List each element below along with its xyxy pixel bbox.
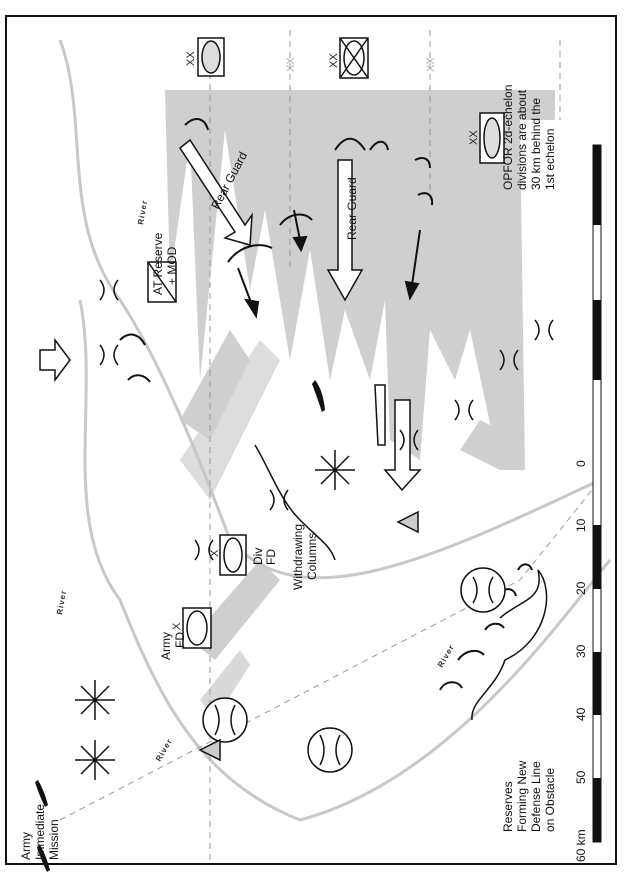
army-mission-label: Army Immediate Mission [19, 801, 61, 860]
enemy-advance-shading [165, 90, 555, 720]
brigade-label: X [209, 549, 221, 557]
reserves-label: Reserves Forming New Defense Line on Obs… [501, 757, 557, 832]
river-label: River [55, 589, 68, 615]
scale-tick: 30 [574, 644, 588, 658]
army-fd-label: Army FD [159, 629, 187, 660]
echelon-label: XX [468, 130, 480, 145]
scale-bar [592, 144, 602, 843]
boundary-echelon-label: XX [425, 57, 437, 72]
rivers [58, 39, 612, 822]
nuclear-burst-icons [75, 450, 355, 780]
echelon-label: XX [185, 51, 197, 66]
river-label: River [436, 643, 456, 669]
mushroom-cloud-icons [35, 380, 325, 872]
scale-tick-labels: 0 10 20 30 40 50 60 km [574, 460, 588, 862]
solid-arrows [237, 209, 421, 319]
at-reserve-label: AT Reserve + MOD [151, 229, 179, 295]
scale-tick: 60 km [574, 829, 588, 862]
scale-tick: 0 [574, 460, 588, 467]
scale-tick: 50 [574, 770, 588, 784]
opfor-note: OPFOR 2d-echelon divisions are about 30 … [501, 81, 557, 190]
defense-arcs [119, 118, 548, 721]
map-frame [5, 15, 617, 865]
scale-tick: 10 [574, 518, 588, 532]
scale-tick: 20 [574, 581, 588, 595]
hollow-arrows [39, 138, 422, 492]
withdrawing-columns-label: Withdrawing Columns [291, 521, 319, 590]
boundary-echelon-label: XX [285, 57, 297, 72]
obstacle-symbols [202, 567, 506, 773]
echelon-label: XX [328, 53, 340, 68]
rear-guard-label: Rear Guard [345, 177, 359, 240]
crossing-symbols [99, 279, 554, 561]
triangle-symbols [198, 510, 419, 762]
river-label: River [136, 199, 149, 225]
brigade-label: X [171, 622, 183, 630]
unit-symbols [147, 37, 505, 649]
scale-tick: 40 [574, 707, 588, 721]
river-label: River [154, 737, 174, 763]
div-fd-label: Div FD [251, 544, 278, 565]
